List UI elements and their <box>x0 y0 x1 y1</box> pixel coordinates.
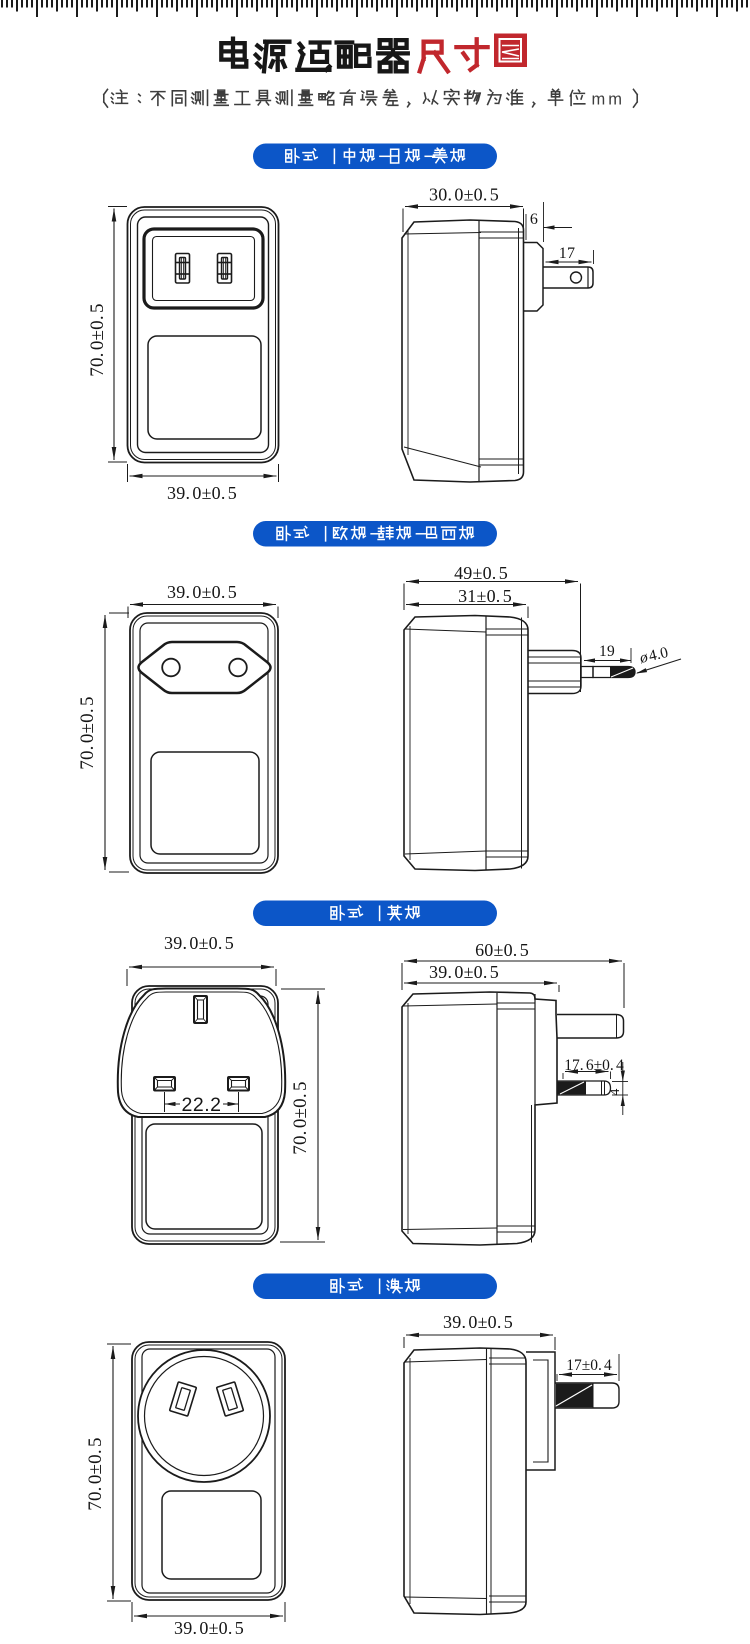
svg-text:ø: ø <box>637 649 650 668</box>
svg-text:17.6±0.4: 17.6±0.4 <box>564 1057 624 1074</box>
svg-text:19: 19 <box>599 643 615 660</box>
svg-text:39.0±0.5: 39.0±0.5 <box>164 933 234 953</box>
svg-text:22.2: 22.2 <box>182 1094 222 1116</box>
svg-text:70.0±0.5: 70.0±0.5 <box>77 696 98 769</box>
svg-text:39.0±0.5: 39.0±0.5 <box>174 1618 244 1638</box>
svg-text:70.0±0.5: 70.0±0.5 <box>290 1081 311 1154</box>
svg-text:17±0.4: 17±0.4 <box>566 1357 612 1374</box>
svg-text:4.0: 4.0 <box>647 644 670 665</box>
svg-text:31±0.5: 31±0.5 <box>458 586 512 606</box>
svg-text:39.0±0.5: 39.0±0.5 <box>429 962 499 982</box>
svg-text:49±0.5: 49±0.5 <box>454 563 508 583</box>
svg-text:39.0±0.5: 39.0±0.5 <box>167 582 237 602</box>
svg-text:6: 6 <box>530 211 538 228</box>
svg-text:39.0±0.5: 39.0±0.5 <box>167 483 237 503</box>
svg-text:70.0±0.5: 70.0±0.5 <box>87 303 108 376</box>
svg-text:30.0±0.5: 30.0±0.5 <box>429 185 499 205</box>
svg-text:4: 4 <box>608 1088 623 1095</box>
svg-text:mm: mm <box>592 91 626 109</box>
svg-text:60±0.5: 60±0.5 <box>475 940 529 960</box>
svg-text:17: 17 <box>559 245 575 262</box>
svg-text:39.0±0.5: 39.0±0.5 <box>443 1312 513 1332</box>
svg-text:70.0±0.5: 70.0±0.5 <box>85 1437 106 1510</box>
